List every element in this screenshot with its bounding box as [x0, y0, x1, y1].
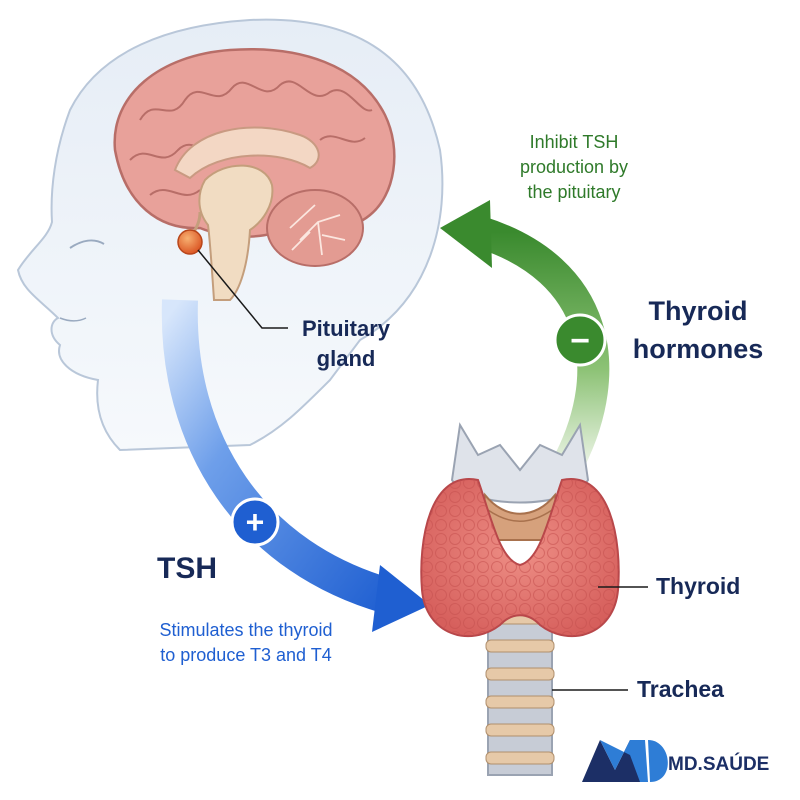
stimulates-caption-line1: Stimulates the thyroid	[159, 620, 333, 640]
plus-badge: +	[230, 497, 280, 547]
inhibit-caption-line1: Inhibit TSH	[529, 132, 619, 152]
pituitary-gland	[177, 211, 203, 255]
plus-symbol: +	[246, 504, 265, 540]
pituitary-label-line2: gland	[316, 346, 376, 371]
pituitary-label: Pituitary gland	[296, 314, 396, 374]
trachea-label: Trachea	[637, 676, 724, 702]
thyroid-label: Thyroid	[656, 573, 741, 599]
minus-symbol: −	[570, 322, 590, 360]
thyroid-hormones-line2: hormones	[632, 334, 764, 364]
inhibit-caption-line2: production by	[519, 157, 629, 177]
stimulates-caption-line2: to produce T3 and T4	[160, 645, 332, 665]
minus-badge: −	[553, 313, 607, 367]
trachea	[485, 599, 555, 776]
thyroid-gland	[420, 478, 620, 638]
thyroid-hormones-line1: Thyroid	[648, 296, 748, 326]
inhibit-caption: Inhibit TSH production by the pituitary	[494, 130, 654, 205]
inhibit-caption-line3: the pituitary	[527, 182, 621, 202]
md-saude-logo-mark	[582, 740, 668, 782]
tsh-arrow	[161, 299, 430, 632]
pituitary-label-line1: Pituitary	[301, 316, 391, 341]
tsh-label: TSH	[157, 552, 217, 585]
pituitary-pointer	[197, 249, 288, 329]
cerebellum	[266, 189, 364, 267]
md-saude-logo-text: MD.SAÚDE	[668, 753, 769, 775]
stimulates-caption: Stimulates the thyroid to produce T3 and…	[132, 618, 360, 668]
thyroid-hormones-label: Thyroid hormones	[618, 292, 778, 368]
